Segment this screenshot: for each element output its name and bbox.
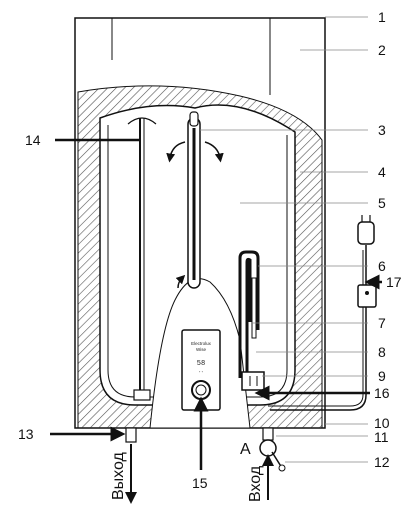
anode-top: [189, 111, 199, 127]
callout-13: 13: [18, 426, 34, 442]
inlet-label: Вход: [247, 465, 264, 502]
panel-indicators: ◦ ◦: [199, 369, 204, 374]
callout-8: 8: [378, 344, 386, 360]
callout-5: 5: [378, 195, 386, 211]
outlet-pipe-top: [127, 117, 157, 125]
power-cable-inner: [268, 250, 364, 407]
heating-element: [238, 250, 260, 378]
callout-7: 7: [378, 315, 386, 331]
outlet-nozzle: [125, 427, 137, 443]
callout-6: 6: [378, 258, 386, 274]
panel-brand-line1: Electrolux: [191, 341, 212, 346]
callout-16: 16: [374, 385, 390, 401]
thermostat-tube: [251, 277, 257, 339]
outlet-fitting: [133, 389, 151, 401]
callout-10: 10: [374, 415, 390, 431]
control-knob-center: [195, 384, 207, 396]
outlet-label: Выход: [110, 451, 127, 500]
flange: [241, 371, 265, 391]
circulation-arrow-left: [166, 141, 186, 163]
power-plug: [357, 221, 375, 245]
panel-brand-line2: Wise: [196, 347, 206, 352]
panel-temperature: 58: [197, 360, 205, 368]
callout-3: 3: [378, 122, 386, 138]
callout-15: 15: [192, 475, 208, 491]
drain-fitting: [278, 464, 286, 472]
rcd-button: [365, 291, 369, 295]
callout-1: 1: [378, 9, 386, 25]
callout-12: 12: [374, 454, 390, 470]
callout-17: 17: [386, 274, 402, 290]
callout-11: 11: [374, 429, 389, 445]
callout-14: 14: [25, 132, 41, 148]
callout-4: 4: [378, 164, 386, 180]
inlet-nozzle: [262, 427, 274, 441]
circulation-arrow-right: [204, 141, 224, 163]
rcd-device: [357, 284, 377, 308]
inlet-marker-label: A: [240, 441, 251, 458]
callout-9: 9: [378, 368, 386, 384]
callout-2: 2: [378, 42, 386, 58]
circulation-arrow-up: [175, 274, 186, 289]
